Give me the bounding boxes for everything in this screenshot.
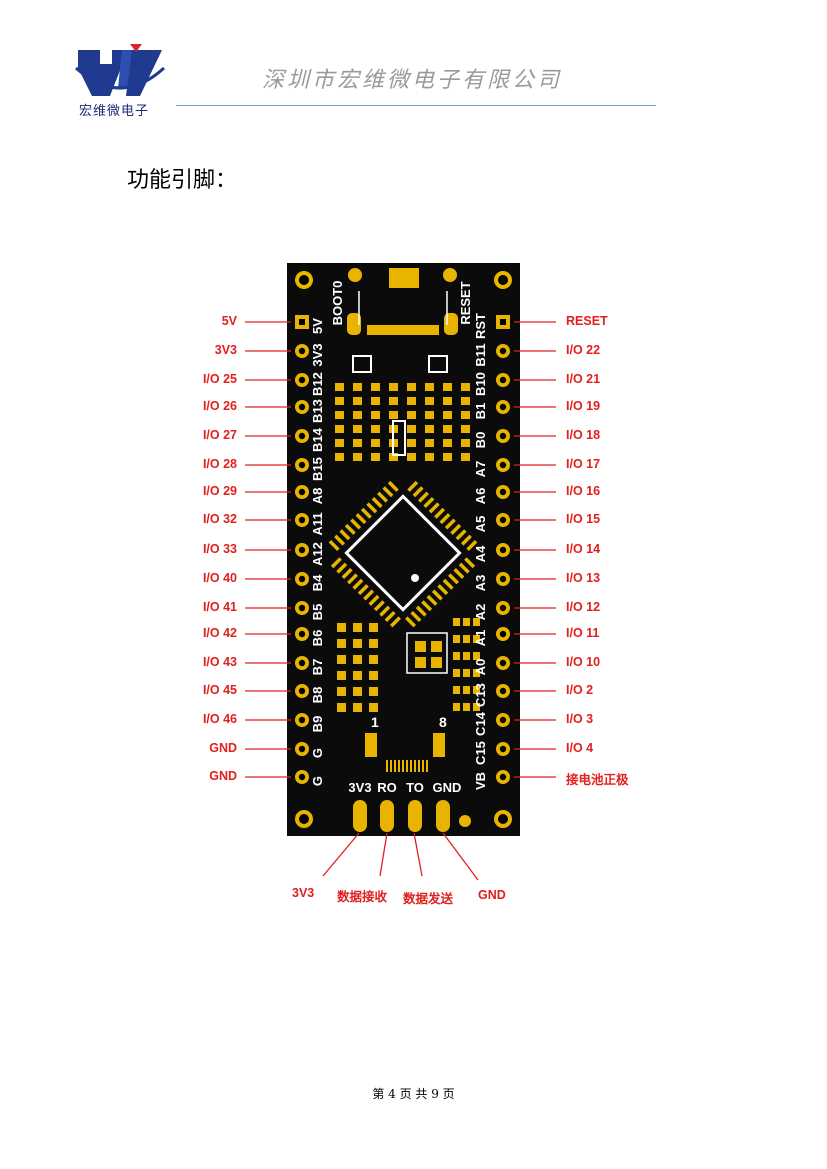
left-pin-label: I/O 41 [202, 600, 237, 614]
right-silk-label: A6 [473, 488, 488, 505]
chip-mark: 8 [439, 714, 447, 730]
reset-silk: RESET [458, 281, 473, 324]
right-silk-label: VB [473, 772, 488, 790]
right-pin-label: I/O 14 [566, 542, 601, 556]
left-silk-label: G [310, 748, 325, 758]
right-silk-label: A2 [473, 604, 488, 621]
right-silk-label: C15 [473, 741, 488, 765]
right-silk-label: B1 [473, 403, 488, 420]
left-silk-label: A12 [310, 542, 325, 566]
left-pin-label: I/O 29 [202, 484, 237, 498]
left-silk-label: B4 [310, 574, 325, 591]
right-pin-label: I/O 12 [566, 600, 601, 614]
bottom-pin-label: 数据发送 [403, 892, 454, 906]
chip-mark: 1 [371, 714, 379, 730]
left-silk-label: G [310, 776, 325, 786]
left-pin-label: 3V3 [214, 343, 237, 357]
left-pin-label: I/O 32 [202, 512, 237, 526]
right-silk-label: B10 [473, 372, 488, 396]
left-pin-label: I/O 25 [202, 372, 237, 386]
right-pin-label: RESET [566, 314, 608, 328]
left-silk-label: B14 [310, 427, 325, 452]
left-silk-label: A8 [310, 488, 325, 505]
left-silk-label: A11 [310, 512, 325, 535]
right-pin-label: I/O 10 [566, 655, 601, 669]
left-silk-label: B6 [310, 630, 325, 647]
bottom-silk-label: GND [433, 780, 462, 795]
right-pin-label: I/O 19 [566, 399, 601, 413]
boot0-silk: BOOT0 [330, 281, 345, 326]
right-silk-label: A7 [473, 461, 488, 478]
bottom-pin-label: 数据接收 [337, 890, 388, 904]
header-rule [176, 105, 656, 106]
leader-line-bottom [322, 832, 360, 877]
right-silk-label: A3 [473, 575, 488, 592]
left-pin-label: GND [209, 769, 237, 783]
leader-line-bottom [413, 832, 423, 877]
page-footer: 第 4 页 共 9 页 [372, 1087, 455, 1101]
left-silk-label: B12 [310, 372, 325, 396]
right-silk-label: A4 [473, 545, 488, 562]
right-silk-label: B0 [473, 432, 488, 449]
left-pin-label: I/O 46 [202, 712, 237, 726]
leader-line-bottom [379, 832, 388, 877]
right-pin-label: I/O 21 [566, 372, 601, 386]
left-pin-label: I/O 45 [202, 683, 237, 697]
left-silk-label: B15 [310, 457, 325, 481]
left-silk-label: 5V [310, 318, 325, 334]
right-pin-label: I/O 2 [566, 683, 594, 697]
left-pin-label: I/O 33 [202, 542, 237, 556]
company-logo [70, 38, 170, 118]
right-pin-label: I/O 17 [566, 457, 601, 471]
left-silk-label: B9 [310, 716, 325, 733]
leader-line-bottom [442, 832, 479, 881]
right-pin-label: I/O 4 [566, 741, 594, 755]
logo-caption: 宏维微电子 [78, 104, 149, 119]
bottom-silk-label: TO [406, 780, 424, 795]
left-silk-label: B5 [310, 604, 325, 621]
right-pin-label: I/O 18 [566, 428, 601, 442]
left-pin-label: I/O 42 [202, 626, 237, 640]
right-silk-label: A5 [473, 516, 488, 533]
right-pin-label: I/O 11 [566, 626, 600, 640]
left-pin-label: GND [209, 741, 237, 755]
left-silk-label: B7 [310, 659, 325, 676]
right-silk-label: A1 [473, 630, 488, 647]
bottom-pin-label: GND [478, 888, 506, 902]
left-silk-label: B13 [310, 399, 325, 423]
section-title: 功能引脚： [127, 168, 238, 193]
right-silk-label: A0 [473, 659, 488, 676]
right-pin-label: I/O 22 [566, 343, 601, 357]
left-pin-label: I/O 43 [202, 655, 237, 669]
left-silk-label: 3V3 [310, 343, 325, 366]
left-pin-label: 5V [221, 314, 237, 328]
left-silk-label: B8 [310, 687, 325, 704]
bottom-silk-label: 3V3 [348, 780, 371, 795]
right-silk-label: RST [473, 313, 488, 339]
left-pin-label: I/O 27 [202, 428, 237, 442]
company-name: 深圳市宏维微电子有限公司 [262, 68, 563, 93]
right-silk-label: B11 [473, 343, 488, 366]
bottom-pin-label: 3V3 [292, 886, 315, 900]
right-pin-label: I/O 3 [566, 712, 594, 726]
left-pin-label: I/O 28 [202, 457, 237, 471]
right-silk-label: C14 [473, 711, 488, 736]
right-pin-label: I/O 15 [566, 512, 601, 526]
bottom-silk-label: RO [377, 780, 397, 795]
left-pin-label: I/O 40 [202, 571, 237, 585]
right-pin-label: I/O 16 [566, 484, 601, 498]
right-pin-label: I/O 13 [566, 571, 601, 585]
right-pin-label: 接电池正极 [566, 773, 629, 787]
right-silk-label: C13 [473, 683, 488, 707]
left-pin-label: I/O 26 [202, 399, 237, 413]
